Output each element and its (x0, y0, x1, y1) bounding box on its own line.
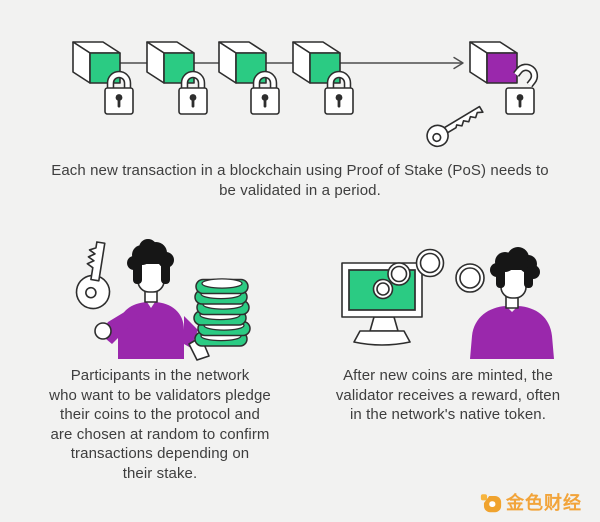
text-line: validator receives a reward, often (335, 386, 561, 404)
text-line: their coins to the protocol and (60, 406, 260, 423)
brand-name: 金色财经 (506, 493, 582, 513)
reward-illustration (341, 247, 554, 359)
new-block-icon (469, 41, 518, 84)
minted-coins-icon (372, 248, 485, 300)
reward-person-icon (470, 247, 554, 359)
blockchain-row (72, 41, 538, 152)
arrow-head-icon (453, 56, 464, 70)
participants-text: Participants in the network who want to … (15, 366, 305, 483)
coin-stack-icon (193, 278, 251, 347)
reward-text: After new coins are minted, the validato… (300, 366, 596, 425)
jinse-logo-icon (480, 494, 502, 513)
text-line: be validated in a period. (219, 181, 381, 199)
chain-caption: Each new transaction in a blockchain usi… (0, 161, 600, 200)
text-line: transactions depending on (70, 445, 250, 462)
validator-person-icon (94, 239, 210, 361)
text-line: After new coins are minted, the (343, 367, 553, 384)
brand-watermark: 金色财经 (480, 492, 582, 514)
text-line: Each new transaction in a blockchain usi… (51, 162, 549, 179)
text-line: Participants in the network (70, 367, 250, 384)
text-line: who want to be validators pledge (49, 386, 271, 404)
key-icon (422, 99, 488, 152)
text-line: their stake. (122, 464, 198, 482)
validator-pledge-illustration (75, 239, 251, 361)
big-key-icon (75, 241, 111, 310)
text-line: are chosen at random to confirm (50, 425, 270, 443)
text-line: in the network's native token. (350, 406, 546, 423)
